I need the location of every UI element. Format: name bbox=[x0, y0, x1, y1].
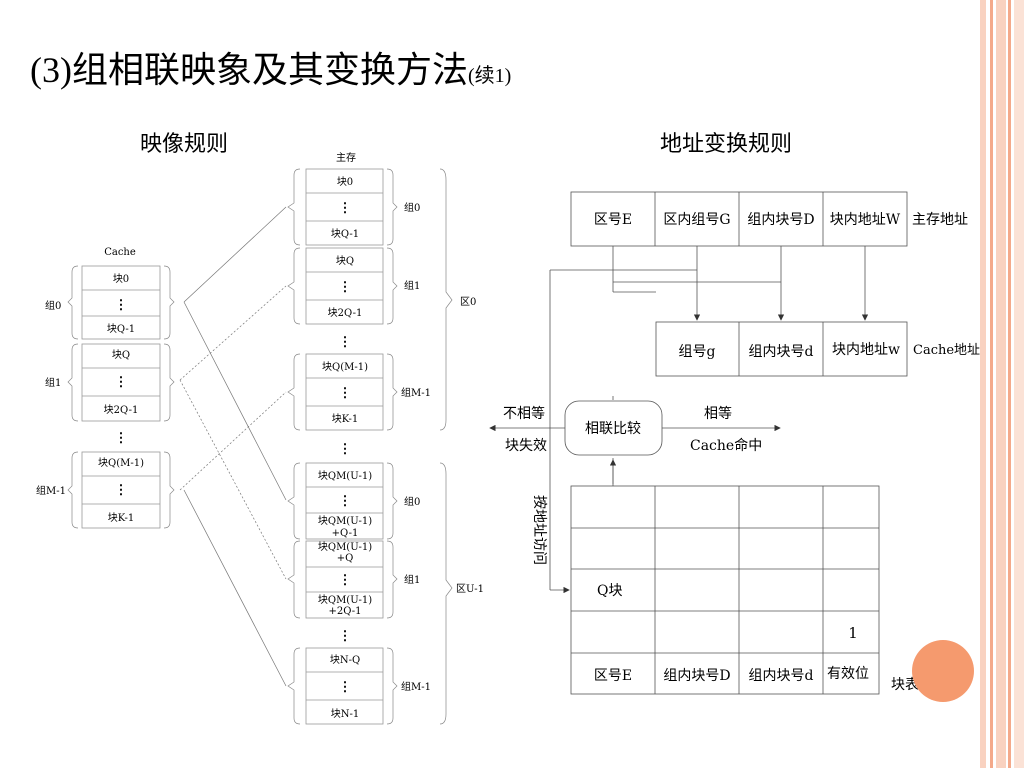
cache-block: 块2Q-1 bbox=[104, 404, 139, 416]
main-field: 块内地址W bbox=[830, 212, 901, 228]
main-block: 块QM(U-1) bbox=[318, 594, 372, 606]
table-footer-cell: 组内块号D bbox=[663, 668, 730, 684]
stripe-3 bbox=[996, 0, 1006, 768]
decorative-circle bbox=[912, 640, 974, 702]
cache-column bbox=[81, 265, 161, 529]
stripe-4 bbox=[1008, 0, 1011, 768]
main-field: 区内组号G bbox=[663, 212, 730, 228]
block-table-label: 块表 bbox=[891, 677, 919, 693]
region-label: 区0 bbox=[460, 296, 476, 308]
cache-group-label: 组1 bbox=[45, 376, 61, 389]
main-block: +2Q-1 bbox=[328, 606, 361, 617]
block-table bbox=[570, 485, 880, 695]
main-address-label: 主存地址 bbox=[912, 212, 968, 228]
table-footer-cell: 组内块号d bbox=[749, 668, 814, 684]
cache-group-label: 组0 bbox=[45, 299, 61, 312]
title-prefix: (3) bbox=[30, 50, 72, 90]
mapping-dotted-lines bbox=[179, 285, 287, 580]
cache-braces bbox=[67, 265, 175, 529]
main-group-label: 组0 bbox=[404, 495, 420, 508]
table-footer-cell: 有效位 bbox=[827, 666, 869, 682]
main-block: 块Q(M-1) bbox=[322, 361, 368, 373]
not-equal-label: 不相等 bbox=[503, 405, 545, 422]
cache-address-box bbox=[655, 321, 908, 377]
main-group-label: 组0 bbox=[404, 201, 420, 214]
dots: ⋮ bbox=[339, 280, 352, 295]
stripe-5 bbox=[1014, 0, 1024, 768]
stripe-1 bbox=[980, 0, 986, 768]
dots: ⋮ bbox=[115, 431, 128, 446]
title-main: 组相联映象及其变换方法 bbox=[71, 50, 468, 91]
cache-field: 组内块号d bbox=[749, 344, 814, 360]
main-block: 块K-1 bbox=[332, 413, 358, 425]
main-braces bbox=[287, 168, 453, 725]
main-address-box bbox=[570, 191, 908, 247]
dots: ⋮ bbox=[339, 335, 352, 350]
main-field: 区号E bbox=[594, 212, 632, 228]
main-block: 块QM(U-1) bbox=[318, 515, 372, 527]
q-block-label: Q块 bbox=[597, 583, 622, 599]
by-address-label: 按地址访问 bbox=[531, 495, 547, 565]
miss-label: 块失效 bbox=[505, 438, 547, 454]
main-block: 块QM(U-1) bbox=[318, 541, 372, 553]
dots: ⋮ bbox=[115, 483, 128, 498]
cache-block: 块Q bbox=[112, 349, 130, 361]
cache-label: Cache bbox=[104, 247, 136, 258]
equal-label: 相等 bbox=[704, 405, 732, 422]
main-group-label: 组1 bbox=[404, 573, 420, 586]
main-block: 块Q-1 bbox=[331, 228, 359, 240]
dots: ⋮ bbox=[339, 573, 352, 588]
dots: ⋮ bbox=[115, 375, 128, 390]
left-heading: 映像规则 bbox=[140, 132, 229, 157]
mapping-lines bbox=[183, 206, 287, 687]
main-block: 块N-Q bbox=[330, 654, 360, 666]
main-group-label: 组M-1 bbox=[401, 680, 431, 693]
main-block: 块N-1 bbox=[331, 708, 360, 720]
main-block: +Q bbox=[337, 553, 354, 564]
dots: ⋮ bbox=[339, 494, 352, 509]
cache-block: 块Q(M-1) bbox=[98, 457, 144, 469]
cache-address-label: Cache地址 bbox=[913, 343, 980, 358]
compare-label: 相联比较 bbox=[585, 421, 641, 437]
slide-title: (3)组相联映象及其变换方法(续1) bbox=[30, 48, 511, 98]
compare-box bbox=[564, 400, 663, 456]
main-block: 块QM(U-1) bbox=[318, 470, 372, 482]
dots: ⋮ bbox=[115, 298, 128, 313]
stripe-2 bbox=[990, 0, 993, 768]
main-group-label: 组M-1 bbox=[401, 386, 431, 399]
cache-field: 组号g bbox=[679, 344, 716, 360]
main-column bbox=[305, 168, 384, 725]
dots: ⋮ bbox=[339, 680, 352, 695]
valid-one: 1 bbox=[848, 624, 858, 642]
main-field: 组内块号D bbox=[747, 212, 814, 228]
dots: ⋮ bbox=[339, 201, 352, 216]
main-block: 块2Q-1 bbox=[328, 307, 363, 319]
main-block: 块Q bbox=[336, 255, 354, 267]
main-group-label: 组1 bbox=[404, 279, 420, 292]
main-block: +Q-1 bbox=[332, 528, 359, 539]
dots: ⋮ bbox=[339, 386, 352, 401]
dots: ⋮ bbox=[339, 629, 352, 644]
hit-label: Cache命中 bbox=[690, 437, 762, 454]
cache-block: 块K-1 bbox=[108, 512, 134, 524]
cache-block: 块0 bbox=[113, 273, 129, 285]
cache-block: 块Q-1 bbox=[107, 323, 135, 335]
region-label: 区U-1 bbox=[456, 583, 484, 595]
address-flow-lines bbox=[489, 246, 869, 594]
right-heading: 地址变换规则 bbox=[660, 132, 793, 157]
cache-field: 块内地址w bbox=[832, 342, 900, 358]
table-footer-cell: 区号E bbox=[594, 668, 632, 684]
main-block: 块0 bbox=[337, 176, 353, 188]
dots: ⋮ bbox=[339, 442, 352, 457]
cache-group-label: 组M-1 bbox=[36, 484, 66, 497]
main-memory-label: 主存 bbox=[336, 151, 356, 164]
title-suffix: (续1) bbox=[468, 65, 512, 87]
